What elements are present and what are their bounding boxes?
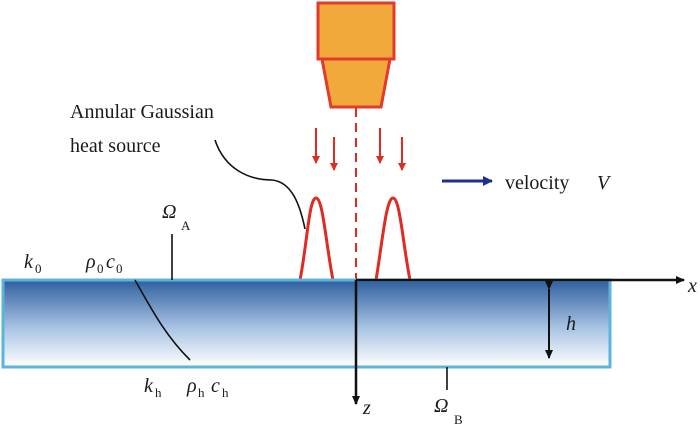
- ch-symbol: c: [211, 375, 220, 397]
- omega-a-subscript: A: [181, 218, 191, 233]
- interface-leader: [134, 279, 191, 361]
- c0-subscript: 0: [116, 261, 123, 276]
- source-leader-line: [214, 139, 306, 230]
- rhoh-symbol: ρ: [186, 375, 197, 397]
- source-label-line1: Annular Gaussian: [70, 101, 214, 123]
- velocity-symbol: V: [597, 172, 612, 194]
- kh-subscript: h: [155, 385, 162, 400]
- ch-subscript: h: [222, 385, 229, 400]
- annular-gaussian-profile: [298, 196, 412, 282]
- laser-head: [316, 1, 396, 109]
- rho0-subscript: 0: [97, 261, 104, 276]
- heat-flux-arrows: [312, 128, 406, 171]
- omega-a-symbol: Ω: [162, 201, 176, 223]
- laser-body: [316, 1, 396, 61]
- omega-b-symbol: Ω: [434, 395, 448, 417]
- rho0-symbol: ρ: [85, 251, 96, 273]
- workpiece-plate: [1, 278, 612, 369]
- kh-symbol: k: [144, 375, 154, 397]
- velocity-label: velocity: [505, 172, 569, 194]
- k0-subscript: 0: [35, 261, 42, 276]
- c0-symbol: c: [106, 251, 115, 273]
- source-label-line2: heat source: [70, 135, 161, 157]
- omega-b-subscript: B: [454, 412, 463, 427]
- x-axis-label: x: [687, 275, 697, 297]
- z-axis-label: z: [362, 397, 371, 419]
- k0-symbol: k: [24, 251, 34, 273]
- rhoh-subscript: h: [198, 385, 205, 400]
- laser-nozzle: [320, 57, 392, 109]
- thickness-label: h: [566, 313, 576, 335]
